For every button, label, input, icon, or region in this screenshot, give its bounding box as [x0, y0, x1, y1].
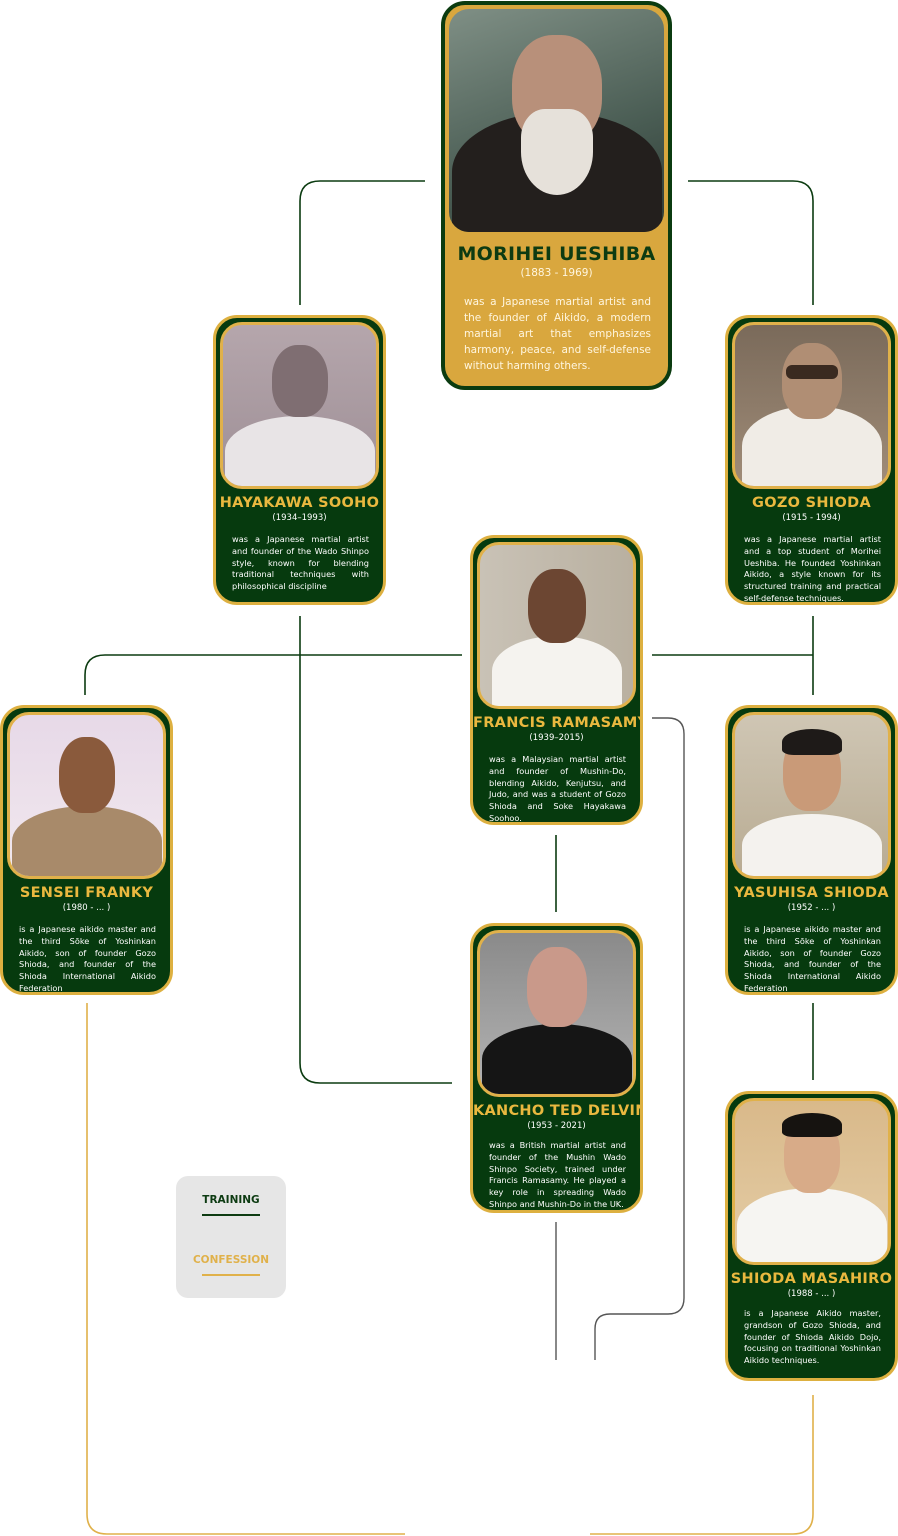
portrait-photo — [7, 712, 166, 879]
card-gozo-shioda[interactable]: GOZO SHIODA (1915 - 1994) was a Japanese… — [725, 315, 898, 605]
line-legend: TRAINING CONFESSION — [176, 1176, 286, 1298]
person-name: GOZO SHIODA — [752, 495, 871, 511]
connector-franky-confession — [86, 1003, 405, 1535]
person-name: FRANCIS RAMASAMY — [473, 715, 643, 731]
person-name: SHIODA MASAHIRO — [730, 1271, 893, 1287]
person-years: (1934–1993) — [272, 513, 327, 523]
legend-training-line — [202, 1214, 260, 1216]
person-description: was a Japanese martial artist and the fo… — [464, 296, 651, 372]
person-description: is a Japanese aikido master and the thir… — [744, 924, 881, 993]
person-name: MORIHEI UESHIBA — [457, 243, 656, 265]
card-francis-ramasamy[interactable]: FRANCIS RAMASAMY (1939–2015) was a Malay… — [470, 535, 643, 825]
card-shioda-masahiro[interactable]: SHIODA MASAHIRO (1988 - ... ) is a Japan… — [725, 1091, 898, 1381]
person-years: (1915 - 1994) — [782, 513, 841, 523]
portrait-photo — [449, 9, 664, 232]
connector-hayakawa-ted — [299, 616, 452, 1084]
person-years: (1988 - ... ) — [787, 1289, 836, 1299]
portrait-photo — [732, 1098, 891, 1265]
connector-masahiro-confession — [590, 1395, 814, 1535]
portrait-photo — [477, 542, 636, 709]
card-yasuhisa-shioda[interactable]: YASUHISA SHIODA (1952 - ... ) is a Japan… — [725, 705, 898, 995]
person-years: (1980 - ... ) — [62, 903, 111, 913]
person-description: is a Japanese aikido master and the thir… — [19, 924, 156, 993]
connector-francis-out — [594, 717, 685, 1360]
person-description: was a Japanese martial artist and founde… — [232, 534, 369, 592]
connector-francis-franky — [84, 654, 462, 695]
person-description: was a Malaysian martial artist and found… — [489, 754, 626, 823]
person-years: (1953 - 2021) — [527, 1121, 586, 1131]
portrait-photo — [220, 322, 379, 489]
person-years: (1939–2015) — [529, 733, 584, 743]
person-name: KANCHO TED DELVIN — [473, 1103, 643, 1119]
card-sensei-franky[interactable]: SENSEI FRANKY (1980 - ... ) is a Japanes… — [0, 705, 173, 995]
legend-training-label: TRAINING — [202, 1194, 260, 1206]
person-description: is a Japanese Aikido master, grandson of… — [744, 1308, 881, 1366]
portrait-photo — [732, 322, 891, 489]
person-years: (1883 - 1969) — [520, 267, 593, 279]
person-description: was a British martial artist and founder… — [489, 1140, 626, 1209]
person-years: (1952 - ... ) — [787, 903, 836, 913]
card-kancho-ted-delvin[interactable]: KANCHO TED DELVIN (1953 - 2021) was a Br… — [470, 923, 643, 1213]
card-hayakawa-sooho[interactable]: HAYAKAWA SOOHO (1934–1993) was a Japanes… — [213, 315, 386, 605]
person-name: SENSEI FRANKY — [19, 885, 154, 901]
connector-ueshiba-hayakawa — [299, 180, 425, 305]
legend-confession-label: CONFESSION — [192, 1254, 270, 1266]
person-name: YASUHISA SHIODA — [734, 885, 889, 901]
legend-confession-line — [202, 1274, 260, 1276]
card-morihei-ueshiba[interactable]: MORIHEI UESHIBA (1883 - 1969) was a Japa… — [441, 1, 672, 390]
connector-ueshiba-gozo — [688, 180, 814, 305]
portrait-photo — [477, 930, 636, 1097]
person-description: was a Japanese martial artist and a top … — [744, 534, 881, 603]
portrait-photo — [732, 712, 891, 879]
person-name: HAYAKAWA SOOHO — [219, 495, 380, 511]
